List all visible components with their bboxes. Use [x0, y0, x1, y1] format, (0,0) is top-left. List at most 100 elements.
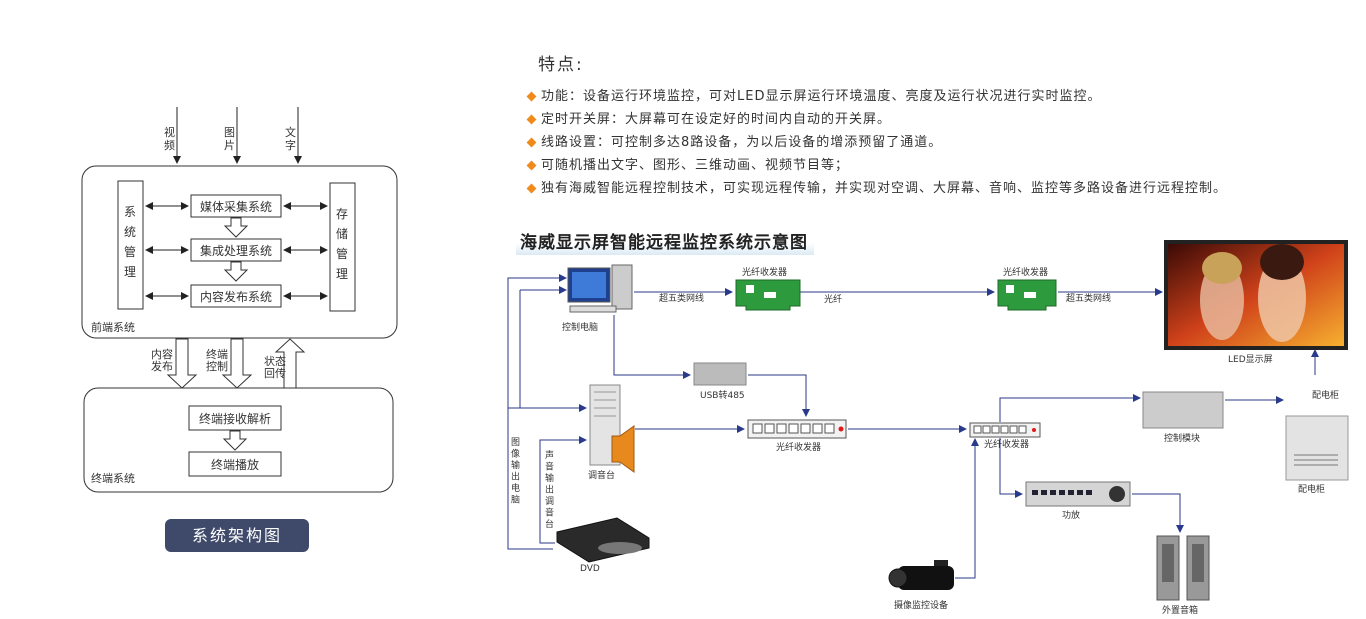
input-text-label-2: 字	[285, 138, 296, 152]
vertical-char: 出	[545, 484, 554, 496]
fiber-transceiver-label-1: 光纤收发器	[742, 266, 787, 278]
vertical-char: 音	[545, 507, 554, 519]
feature-text: 定时开关屏：大屏幕可在设定好的时间内自动的开关屏。	[541, 112, 892, 127]
terminal-system-label: 终端系统	[91, 471, 135, 485]
vertical-char: 声	[545, 449, 554, 461]
network-diagram-title: 海威显示屏智能远程监控系统示意图	[516, 228, 814, 255]
mixer-label: 调音台	[588, 469, 615, 481]
control-arrow	[221, 338, 253, 389]
terminal-receive-box	[188, 405, 282, 431]
speakers-label: 外置音箱	[1162, 604, 1198, 616]
diamond-bullet-icon	[526, 137, 537, 148]
storage-management-box	[329, 182, 356, 312]
control-pc-icon	[567, 264, 633, 313]
vertical-char: 系	[124, 205, 136, 219]
fiber-switch-label-1: 光纤收发器	[776, 441, 821, 453]
publish-arrow-label: 内容发布	[151, 347, 173, 373]
terminal-receive-label: 终端接收解析	[199, 411, 271, 426]
arrow-label-line: 内容	[151, 347, 173, 361]
vertical-char: 像	[511, 448, 520, 460]
input-image-label-2: 片	[224, 139, 235, 152]
speakers-icon	[1156, 535, 1210, 601]
vertical-char: 输	[511, 459, 520, 471]
features-section: 特点: 功能：设备运行环境监控，可对LED显示屏运行环境温度、亮度及运行状况进行…	[524, 50, 1244, 200]
input-image-label-1: 图	[224, 126, 235, 139]
publishing-box	[190, 284, 282, 308]
vertical-char: 出	[511, 471, 520, 483]
mixer-icon	[589, 384, 635, 473]
fiber-label: 光纤	[824, 293, 842, 305]
vertical-char: 输	[545, 472, 554, 484]
vertical-char: 调	[545, 496, 554, 507]
vertical-char: 理	[124, 265, 136, 279]
dvd-player-icon	[556, 517, 650, 563]
dvd-label: DVD	[580, 564, 600, 574]
feature-item: 功能：设备运行环境监控，可对LED显示屏运行环境温度、亮度及运行状况进行实时监控…	[524, 85, 1244, 108]
vertical-char: 音	[545, 461, 554, 473]
front-system-label: 前端系统	[91, 320, 135, 334]
vertical-char: 管	[336, 246, 348, 261]
cat5-cable-label-1: 超五类网线	[659, 292, 704, 304]
led-screen-label: LED显示屏	[1228, 354, 1273, 365]
features-heading: 特点:	[538, 55, 584, 75]
fiber-switch-icon-1	[747, 419, 847, 439]
cat5-cable-label-2: 超五类网线	[1066, 292, 1111, 304]
arrow-label-line: 发布	[151, 359, 173, 373]
power-cabinet-label-1: 配电柜	[1312, 389, 1339, 401]
vertical-char: 电	[511, 482, 520, 494]
features-list: 功能：设备运行环境监控，可对LED显示屏运行环境温度、亮度及运行状况进行实时监控…	[524, 85, 1244, 200]
feature-text: 功能：设备运行环境监控，可对LED显示屏运行环境温度、亮度及运行状况进行实时监控…	[541, 89, 1102, 104]
fiber-transceiver-icon-1	[735, 279, 801, 311]
vertical-char: 储	[336, 226, 348, 241]
control-module-icon	[1142, 391, 1224, 429]
diamond-bullet-icon	[526, 160, 537, 171]
usb485-label: USB转485	[700, 389, 745, 401]
feature-item: 线路设置：可控制多达8路设备，为以后设备的增添预留了通道。	[524, 131, 1244, 154]
network-diagram: 控制电脑 超五类网线 光纤收发器 光纤 光纤收发器 超五类网线 LED显示屏	[507, 240, 1349, 616]
fiber-switch-label-2: 光纤收发器	[984, 438, 1029, 450]
publishing-label: 内容发布系统	[200, 289, 272, 304]
input-video-label-2: 频	[164, 138, 175, 152]
vertical-char: 存	[336, 207, 348, 221]
control-module-label: 控制模块	[1164, 432, 1200, 444]
diamond-bullet-icon	[526, 183, 537, 194]
vertical-char: 脑	[511, 494, 520, 506]
power-cabinet-icon	[1285, 415, 1349, 481]
fiber-transceiver-label-2: 光纤收发器	[1003, 266, 1048, 278]
input-text-label-1: 文	[285, 125, 296, 139]
fiber-transceiver-icon-2	[997, 279, 1057, 311]
input-video-label-1: 视	[164, 125, 175, 139]
camera-label: 摄像监控设备	[894, 599, 948, 611]
camera-icon	[888, 560, 954, 590]
feature-item: 独有海威智能远程控制技术，可实现远程传输，并实现对空调、大屏幕、音响、监控等多路…	[524, 177, 1244, 200]
led-screen-icon	[1164, 240, 1348, 350]
media-capture-box	[190, 194, 282, 218]
terminal-play-box	[188, 451, 282, 477]
media-capture-label: 媒体采集系统	[200, 199, 272, 214]
arrow-label-line: 状态	[264, 354, 286, 368]
arrow-label-line: 终端	[206, 347, 228, 361]
integration-box	[190, 238, 282, 262]
arrow-label-line: 回传	[264, 367, 286, 380]
feature-item: 可随机播出文字、图形、三维动画、视频节目等；	[524, 154, 1244, 177]
vertical-char: 图	[511, 437, 520, 448]
vertical-char: 统	[124, 225, 136, 239]
feature-text: 独有海威智能远程控制技术，可实现远程传输，并实现对空调、大屏幕、音响、监控等多路…	[541, 181, 1228, 196]
usb485-icon	[693, 362, 747, 386]
vertical-char: 理	[336, 267, 348, 281]
terminal-play-label: 终端播放	[211, 457, 259, 472]
integration-label: 集成处理系统	[200, 243, 272, 258]
diamond-bullet-icon	[526, 91, 537, 102]
power-cabinet-label-2: 配电柜	[1298, 483, 1325, 495]
publish-arrow	[166, 338, 198, 389]
arrow-label-line: 控制	[206, 359, 228, 373]
amplifier-label: 功放	[1062, 509, 1080, 521]
